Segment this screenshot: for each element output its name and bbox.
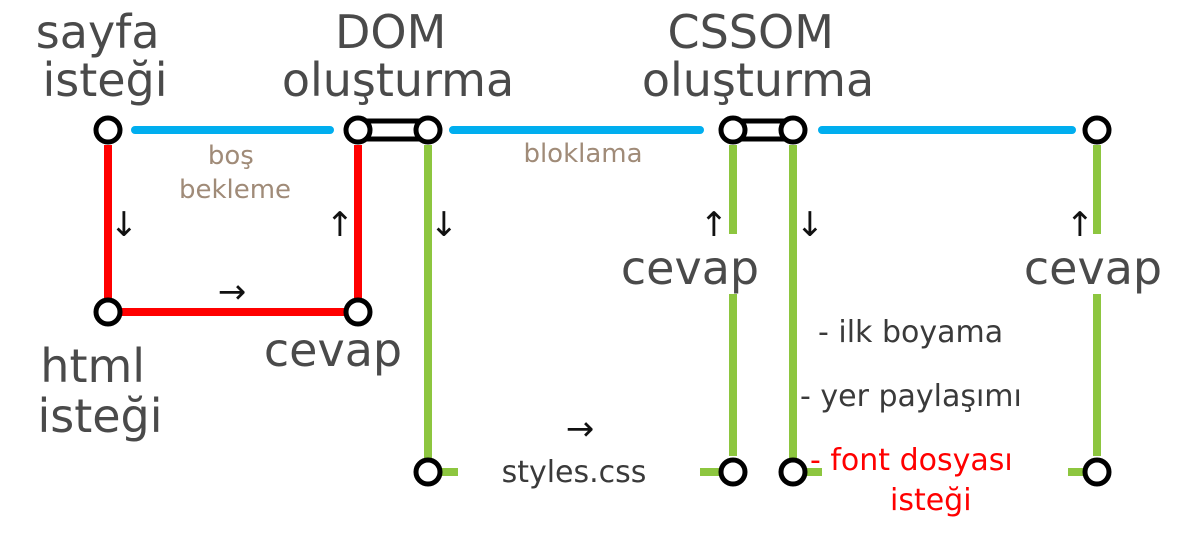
node-html-response	[343, 297, 373, 327]
label-dom-build-line-1: DOM	[335, 5, 446, 59]
html-request-path	[104, 145, 362, 316]
font-response-path-lower	[1068, 294, 1101, 476]
label-page-request: sayfa isteği	[36, 5, 174, 107]
node-dom-end	[413, 115, 443, 145]
node-html-request	[93, 297, 123, 327]
arrow-up-font-response: ↑	[1066, 205, 1095, 245]
styles-css-request-path	[424, 145, 458, 476]
label-font-request: - font dosyası isteği	[810, 443, 1022, 518]
label-html-request: html isteği	[37, 339, 162, 443]
label-styles-css: styles.css	[502, 455, 647, 490]
label-font-request-line-1: - font dosyası	[810, 443, 1013, 478]
label-idle-wait: boş bekleme	[179, 141, 291, 205]
node-font-request	[778, 457, 808, 487]
arrow-down-html-request: ↓	[110, 205, 139, 245]
label-html-request-line-1: html	[40, 339, 145, 393]
label-html-request-line-2: isteği	[37, 389, 162, 443]
node-dom-start	[343, 115, 373, 145]
label-font-response: cevap	[1024, 241, 1162, 295]
label-first-paint: - ilk boyama	[818, 315, 1003, 350]
label-cssom-build: CSSOM oluşturma	[642, 5, 874, 107]
arrow-up-styles-css-response: ↑	[700, 205, 729, 245]
font-request-path	[789, 145, 822, 476]
arrow-down-font-request: ↓	[796, 205, 825, 245]
label-idle-wait-line-1: boş	[208, 141, 254, 171]
label-layout: - yer paylaşımı	[800, 379, 1022, 414]
label-dom-build: DOM oluşturma	[282, 5, 514, 107]
node-timeline-end	[1082, 115, 1112, 145]
arrow-up-html-response: ↑	[326, 205, 355, 245]
node-styles-css-request	[413, 457, 443, 487]
node-cssom-start	[718, 115, 748, 145]
label-font-request-line-2: isteği	[890, 483, 972, 518]
node-cssom-end	[778, 115, 808, 145]
label-page-request-line-2: isteği	[42, 53, 167, 107]
node-styles-css-response	[718, 457, 748, 487]
label-blocking: bloklama	[523, 139, 642, 169]
arrow-right-styles-css: →	[566, 409, 595, 449]
styles-css-response-path-lower	[700, 294, 737, 476]
label-html-response: cevap	[264, 323, 402, 377]
node-font-response	[1082, 457, 1112, 487]
label-styles-css-response: cevap	[621, 241, 759, 295]
label-cssom-build-line-2: oluşturma	[642, 53, 874, 107]
label-idle-wait-line-2: bekleme	[179, 175, 291, 205]
label-dom-build-line-2: oluşturma	[282, 53, 514, 107]
label-page-request-line-1: sayfa	[36, 5, 160, 59]
label-cssom-build-line-1: CSSOM	[667, 5, 833, 59]
arrow-down-styles-css: ↓	[430, 205, 459, 245]
arrow-right-html-path: →	[218, 272, 247, 312]
node-page-request	[93, 115, 123, 145]
